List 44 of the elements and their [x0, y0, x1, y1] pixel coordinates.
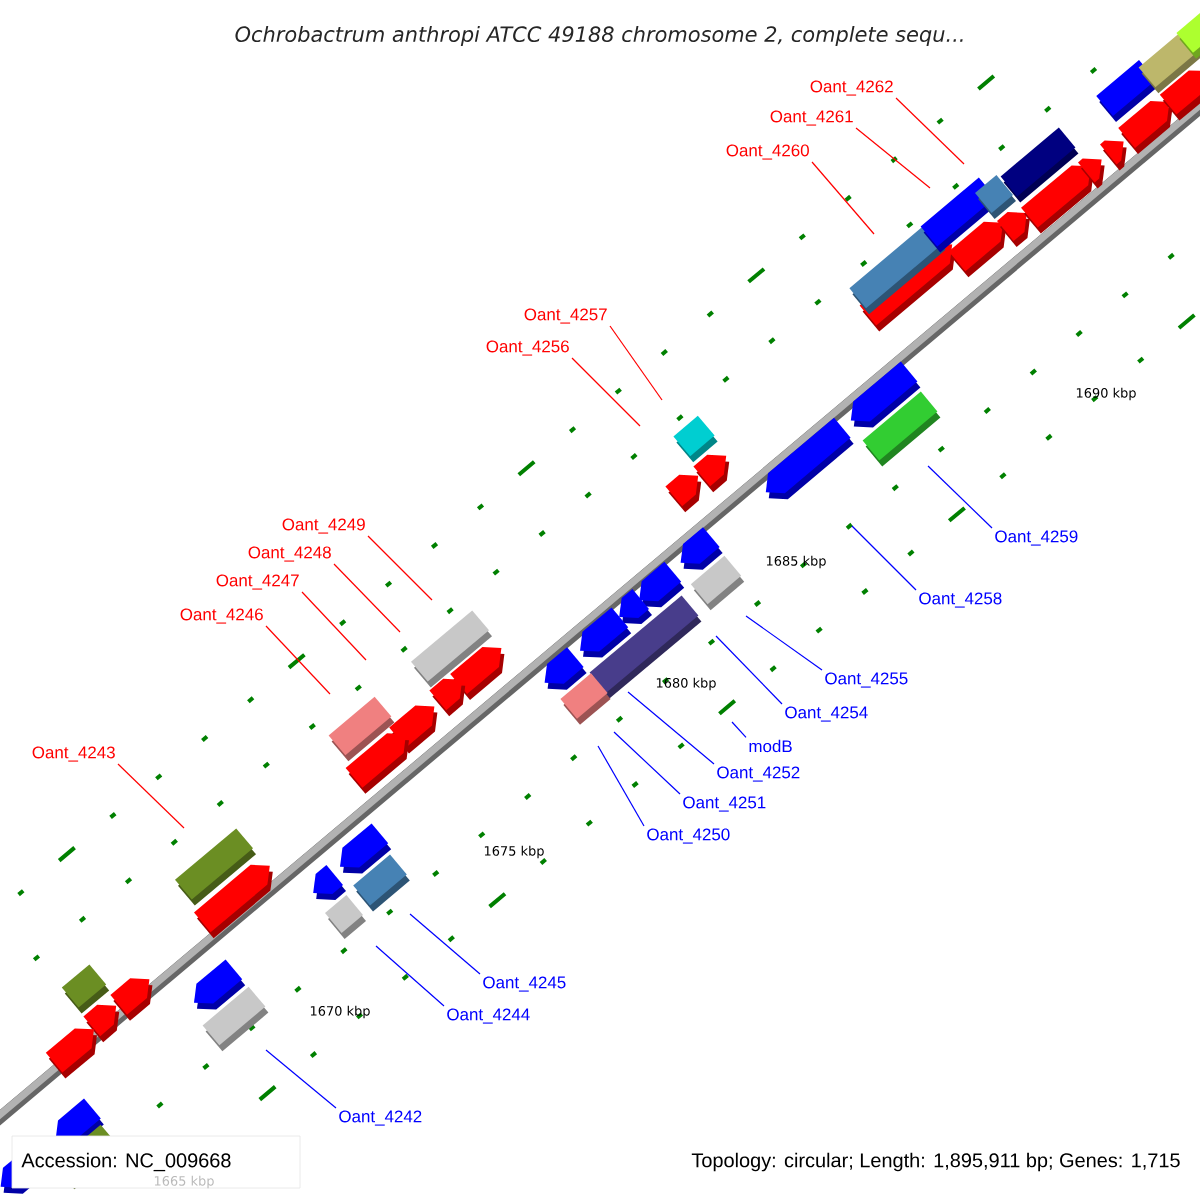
leader-line: [895, 97, 965, 165]
leader-line: [409, 913, 481, 975]
gene-label: Oant_4250: [647, 828, 730, 844]
leader-line: [811, 161, 875, 235]
leader-line: [731, 721, 747, 738]
leader-line: [375, 945, 445, 1007]
gene-label: Oant_4245: [483, 976, 566, 992]
leader-line: [117, 763, 185, 829]
gene-label: modB: [749, 739, 792, 753]
leader-line: [333, 563, 401, 633]
gene-label: Oant_4260: [726, 144, 809, 160]
gene-label: Oant_4246: [180, 608, 263, 624]
leader-line: [613, 731, 681, 795]
leader-line: [571, 357, 641, 427]
gene-label: Oant_4242: [339, 1110, 422, 1126]
leader-line: [627, 691, 715, 765]
gene-label: Oant_4254: [785, 706, 868, 722]
gene-label: Oant_4252: [717, 766, 800, 782]
leader-line: [715, 635, 783, 705]
gene-label: Oant_4249: [282, 518, 365, 534]
gene-label: Oant_4255: [825, 672, 908, 688]
leader-line: [851, 525, 917, 591]
gene-label: Oant_4259: [995, 530, 1078, 546]
leader-line: [597, 745, 645, 827]
gene-label: Oant_4256: [486, 340, 569, 356]
leader-line: [265, 1049, 337, 1109]
gene-label: Oant_4247: [216, 574, 299, 590]
leader-line: [745, 615, 823, 671]
leader-line: [265, 625, 331, 695]
gene-label: Oant_4257: [524, 308, 607, 324]
gene-label: Oant_4248: [248, 546, 331, 562]
gene-label: Oant_4243: [32, 746, 115, 762]
leader-line: [609, 325, 663, 401]
title: Ochrobactrum anthropi ATCC 49188 chromosome 2, complete sequ...: [235, 25, 963, 47]
leader-line: [927, 465, 993, 529]
leader-line: [367, 535, 433, 601]
leader-line: [855, 127, 931, 189]
gene-label: Oant_4261: [770, 110, 853, 126]
leader-line: [301, 591, 367, 661]
gene-label: Oant_4258: [919, 592, 1002, 608]
gene-label: Oant_4244: [447, 1008, 530, 1024]
gene-label: Oant_4262: [810, 80, 893, 96]
summary-label: Topology: circular; Length: 1,895,911 bp; Genes: 1,715: [691, 1152, 1180, 1172]
gene-label: Oant_4251: [683, 796, 766, 812]
